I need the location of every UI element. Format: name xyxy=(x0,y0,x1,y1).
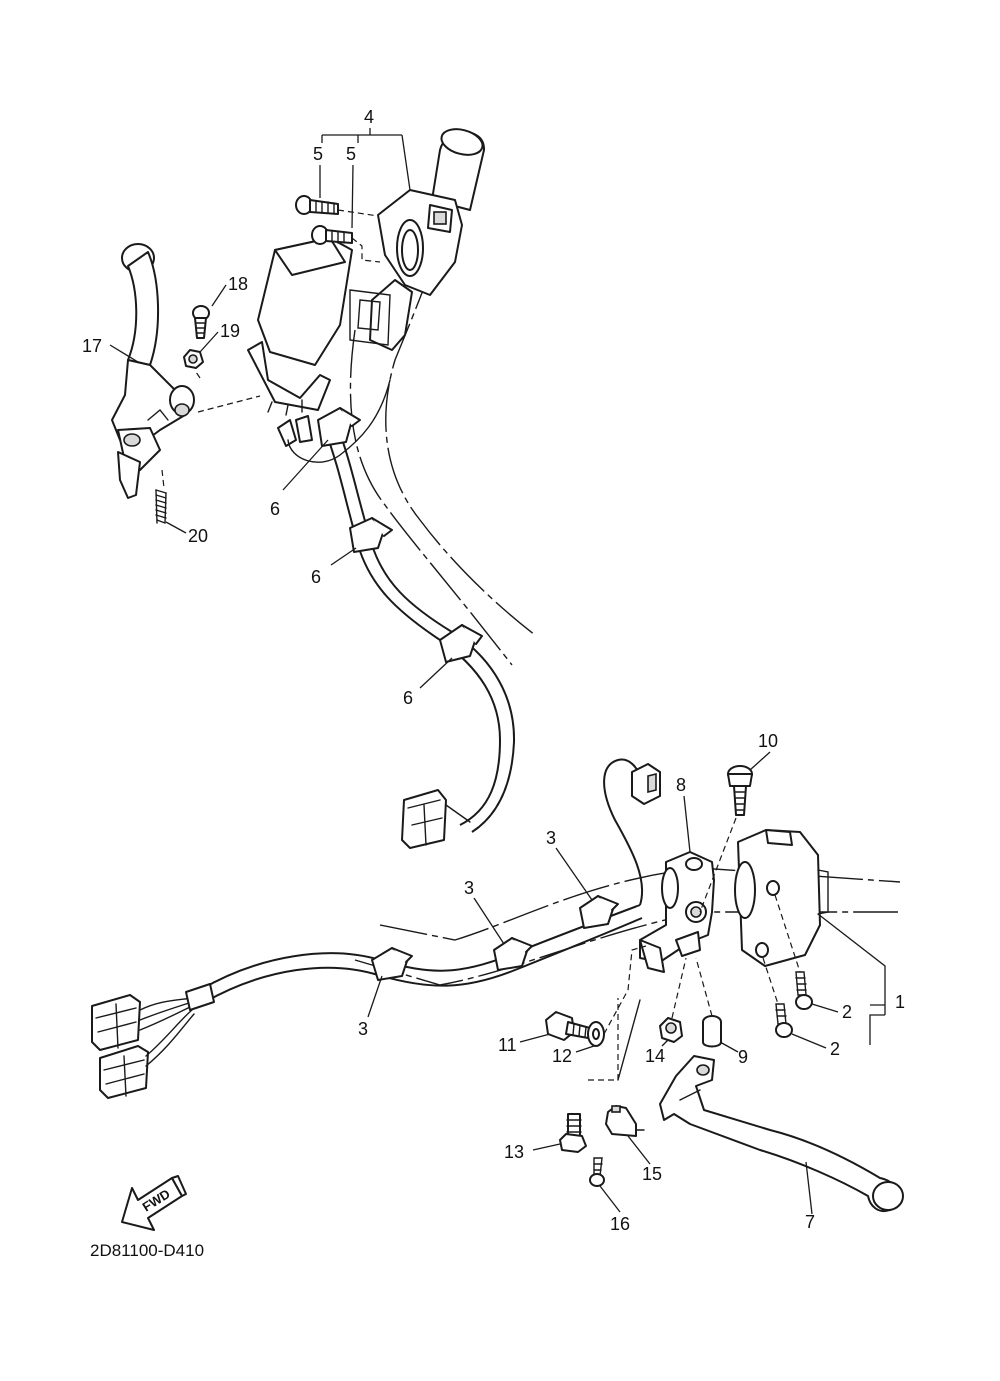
callout-15: 15 xyxy=(642,1164,662,1184)
diagram-code: 2D81100-D410 xyxy=(90,1241,204,1260)
wire-harness xyxy=(139,983,215,1067)
callout-6a: 6 xyxy=(270,499,280,519)
callout-8: 8 xyxy=(676,775,686,795)
lever-17 xyxy=(111,243,195,499)
callout-2b: 2 xyxy=(830,1039,840,1059)
callout-6b: 6 xyxy=(311,567,321,587)
callout-4: 4 xyxy=(364,107,374,127)
callout-3b: 3 xyxy=(464,878,474,898)
callout-6c: 6 xyxy=(403,688,413,708)
bolt-18 xyxy=(192,305,210,339)
left-switch-assembly xyxy=(734,829,829,967)
callout-3a: 3 xyxy=(546,828,556,848)
lower-cable xyxy=(199,904,643,1003)
fwd-arrow: FWD xyxy=(121,1175,187,1231)
callout-9: 9 xyxy=(738,1047,748,1067)
callout-1: 1 xyxy=(895,992,905,1012)
callout-11: 11 xyxy=(498,1035,517,1055)
callout-7: 7 xyxy=(805,1212,815,1232)
connector-lower-a xyxy=(91,994,141,1051)
callout-19: 19 xyxy=(220,321,240,341)
clamp-6c xyxy=(439,624,483,663)
screw-16 xyxy=(589,1157,605,1187)
callout-13: 13 xyxy=(504,1142,524,1162)
leader-lines xyxy=(109,128,886,1215)
callout-12: 12 xyxy=(552,1046,572,1066)
callout-17: 17 xyxy=(82,336,102,356)
screw-2a xyxy=(795,971,813,1010)
callout-18: 18 xyxy=(228,274,248,294)
screw-2b xyxy=(775,1003,793,1038)
callout-5a: 5 xyxy=(313,144,323,164)
clamp-3a xyxy=(371,947,413,981)
connector-lower-b xyxy=(99,1045,149,1099)
clamp-3c xyxy=(579,895,619,929)
callout-2a: 2 xyxy=(842,1002,852,1022)
nut-19 xyxy=(183,349,204,369)
screw-5b xyxy=(311,225,353,245)
switch-15 xyxy=(605,1105,645,1137)
upper-cable xyxy=(324,427,516,833)
lever-holder-8 xyxy=(639,851,715,973)
bolt-10 xyxy=(727,765,753,816)
collar-9 xyxy=(702,1015,722,1048)
callout-10: 10 xyxy=(758,731,778,751)
spring-20 xyxy=(155,489,167,524)
connector-upper xyxy=(401,789,471,849)
screw-5a xyxy=(295,195,339,215)
lever-7 xyxy=(659,1055,904,1212)
callout-labels: 4 5 5 18 19 17 20 6 6 6 10 8 3 3 3 1 2 2… xyxy=(82,107,905,1234)
right-grip xyxy=(431,128,486,211)
callout-3c: 3 xyxy=(358,1019,368,1039)
clamp-3b xyxy=(493,937,533,971)
callout-14: 14 xyxy=(645,1046,665,1066)
clamp-6b xyxy=(349,517,393,553)
callout-20: 20 xyxy=(188,526,208,546)
callout-5b: 5 xyxy=(346,144,356,164)
callout-16: 16 xyxy=(610,1214,630,1234)
switch-wire xyxy=(603,758,661,906)
right-switch-assembly xyxy=(349,189,463,351)
bolt-13 xyxy=(559,1113,587,1153)
clamp-6a xyxy=(317,407,361,447)
upper-box-assembly xyxy=(247,237,391,463)
washer-12 xyxy=(587,1021,605,1047)
bolt-11 xyxy=(545,1011,591,1041)
nut-14 xyxy=(659,1017,683,1043)
